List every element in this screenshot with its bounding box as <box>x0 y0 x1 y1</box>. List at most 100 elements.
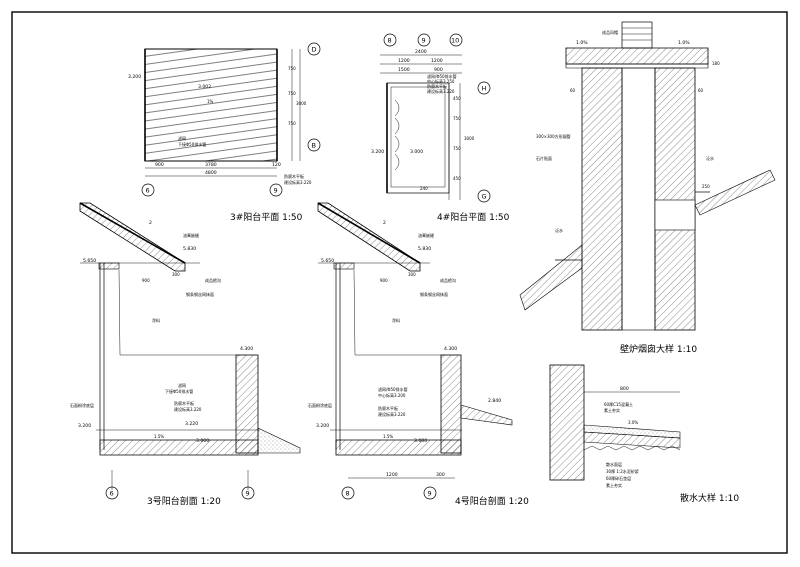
sec4-elev-step: 2.840 <box>488 398 501 404</box>
apron-layer-a: 散水面层 <box>606 461 622 467</box>
sec4-elev-wall: 4.300 <box>444 346 457 352</box>
plan4-dim-r2: 750 <box>453 116 461 121</box>
chimney-flash-a: 泛水 <box>706 155 714 161</box>
sec3-drain-a: 滤网 <box>178 382 186 388</box>
apron-slope: 3.0% <box>628 420 638 425</box>
sec3-dim-b: 300 <box>172 272 180 277</box>
apron-layer-c: 60厚碎石垫层 <box>606 475 631 481</box>
sec4-drain-a: 滤网/Φ50排水管 <box>378 386 408 392</box>
sec3-deck-b: 建设标高3.220 <box>174 406 202 412</box>
plan3-deck <box>144 48 278 162</box>
sec3-deck-a: 防腐木平板 <box>174 400 194 406</box>
plan4-axis-10 <box>449 33 463 47</box>
plan3-note-d: 建设标高3.220 <box>284 179 312 185</box>
apron-layer-d: 素土夯实 <box>606 482 622 488</box>
chimney-dim-left: 60 <box>570 88 576 93</box>
sec4-axis-8-label: 8 <box>346 490 350 498</box>
plan3-elev-left: 3.200 <box>128 74 141 80</box>
apron-title: 散水大样 1:10 <box>680 492 739 504</box>
plan4-dim-b: 1200 <box>431 58 443 64</box>
chimney-stone: 石片贴面 <box>536 155 552 161</box>
chimney-dim-top: 180 <box>712 61 720 66</box>
plan3-slope: 1% <box>207 99 214 104</box>
plan3-axis-d <box>307 42 321 56</box>
plan3-axis-9 <box>269 183 283 197</box>
plan4-note-a: 滤网/Φ50排水管 <box>427 73 457 79</box>
chimney-label-top: 成品风帽 <box>602 29 618 35</box>
plan3-dim-r2: 750 <box>288 91 296 96</box>
plan3-elev-inner: 3.002 <box>198 84 211 90</box>
plan4-axis-g-label: G <box>482 193 487 201</box>
sec4-deck-a: 防腐木平板 <box>378 405 398 411</box>
plan4-dim-r3: 750 <box>453 146 461 151</box>
plan3-dim-c: 120 <box>272 162 281 168</box>
plan4-elev-left: 3.200 <box>371 149 384 155</box>
sec3-drain-b: 下接Φ50排水管 <box>165 388 193 394</box>
sec4-paint: 涂料 <box>392 317 400 323</box>
sec3-finish: 石面粉涂底层 <box>70 402 94 408</box>
sec4-axis-9 <box>423 486 437 500</box>
sec4-drain-b: 中心标高3.200 <box>378 392 406 398</box>
sec3-elev-left: 5.650 <box>83 258 96 264</box>
sec4-dim-bottom-a: 1200 <box>386 472 398 478</box>
plan4-axis-h <box>477 81 491 95</box>
plan4-axis-h-label: H <box>482 85 487 93</box>
plan-3-balcony: 900 3780 120 4800 3.200 3.002 1% 750 750… <box>128 42 321 223</box>
plan4-axis-10-label: 10 <box>451 37 459 45</box>
chimney-title: 壁炉烟囱大样 1:10 <box>620 343 697 355</box>
apron-note-a: 60厚C15混凝土 <box>604 401 633 407</box>
apron-layer-b: 30厚 1:2水泥砂浆 <box>606 468 639 474</box>
sec4-finish: 石面粉涂底层 <box>308 402 332 408</box>
sec3-elev-wall: 4.300 <box>240 346 253 352</box>
sec4-slope-floor: 1.5% <box>383 434 393 439</box>
sec3-elev-floor: 3.200 <box>78 423 91 429</box>
plan3-dim-total: 4800 <box>205 170 217 176</box>
apron-dim-top: 800 <box>620 386 629 392</box>
sec4-dim-b: 300 <box>408 272 416 277</box>
sec3-dim-a: 900 <box>142 278 150 283</box>
apron-note-b: 素土夯实 <box>604 407 620 413</box>
sec4-axis-9-label: 9 <box>428 490 432 498</box>
plan-4-balcony: 8 9 10 H G 2400 1200 1200 1500 900 滤网/Φ5… <box>371 33 510 223</box>
plan3-axis-d-label: D <box>312 46 317 54</box>
plan4-dim-total: 2400 <box>415 49 427 55</box>
plan4-axis-8-label: 8 <box>388 37 392 45</box>
sec3-slope-floor: 1.5% <box>154 434 164 439</box>
sec3-elev-mid: 3.220 <box>185 421 198 427</box>
plan3-axis-9-label: 9 <box>274 187 278 195</box>
sec3-axis-6 <box>105 486 119 500</box>
chimney-flash-b: 泛水 <box>555 227 563 233</box>
plan3-note-c: 防腐木平板 <box>284 173 304 179</box>
plan3-dim-r1: 750 <box>288 66 296 71</box>
sec4-elev-right: 3.000 <box>414 438 427 444</box>
plan4-dim-bottom: 240 <box>420 186 428 191</box>
sec4-elev-top: 5.830 <box>418 246 431 252</box>
plan3-axis-b <box>307 138 321 152</box>
plan3-note-a: 滤网 <box>178 135 186 141</box>
plan3-dim-b: 3780 <box>205 162 217 168</box>
apron-detail: 800 60厚C15混凝土 素土夯实 3.0% 散水面层 30厚 1:2水泥砂浆… <box>549 364 739 504</box>
sec3-gutter: 成品檐沟 <box>205 277 221 283</box>
plan4-elev-inner: 3.000 <box>410 149 423 155</box>
sec3-axis-9 <box>241 486 255 500</box>
sec3-slope: 2 <box>149 220 152 226</box>
section-4-balcony: 2 油膏嵌缝 5.830 5.650 成品檐沟 900 300 钢条钢丝网抹面 … <box>308 202 529 507</box>
sec3-steel: 钢条钢丝网抹面 <box>186 291 214 297</box>
sec4-dim-bottom-b: 300 <box>436 472 445 478</box>
section-3-balcony: 2 油膏嵌缝 5.830 5.650 成品檐沟 900 300 钢条钢丝网抹面 … <box>70 202 301 507</box>
chimney-detail: 成品风帽 1.0% 1.0% 60 60 180 300×300方形烟管 石片贴… <box>519 21 776 355</box>
sheet-frame <box>11 11 788 554</box>
plan3-axis-6 <box>141 183 155 197</box>
plan4-note-c: 防腐木平板 <box>427 83 447 89</box>
chimney-slope-right: 1.0% <box>678 40 690 46</box>
sec4-slope: 2 <box>383 220 386 226</box>
plan3-dim-r3: 750 <box>288 121 296 126</box>
chimney-slope-left: 1.0% <box>576 40 588 46</box>
sec3-axis-9-label: 9 <box>246 490 250 498</box>
sec3-elev-right: 3.000 <box>196 438 209 444</box>
sec3-elev-top: 5.830 <box>183 246 196 252</box>
sec4-title: 4号阳台剖面 1:20 <box>455 495 529 507</box>
plan4-title: 4#阳台平面 1:50 <box>437 211 510 223</box>
sec4-elev-left: 5.650 <box>321 258 334 264</box>
